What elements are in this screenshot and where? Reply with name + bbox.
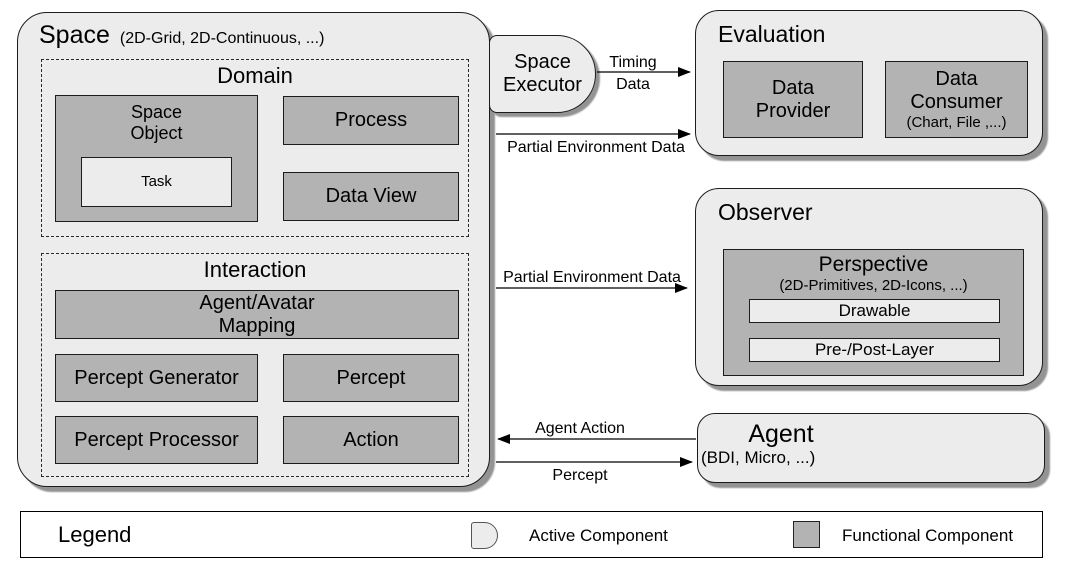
- action-box: Action: [283, 416, 459, 464]
- agent-avatar-mapping-box: Agent/Avatar Mapping: [55, 290, 459, 339]
- data-provider-box: Data Provider: [723, 61, 863, 138]
- legend-box: Legend Active Component Functional Compo…: [20, 511, 1043, 558]
- percept-generator-label: Percept Generator: [74, 366, 239, 389]
- action-label: Action: [343, 428, 399, 451]
- arrow-label-timing-data: Data: [616, 76, 650, 93]
- pre-post-layer-box: Pre-/Post-Layer: [749, 338, 1000, 362]
- space-object-label-line2: Object: [130, 122, 183, 143]
- space-subtitle: (2D-Grid, 2D-Continuous, ...): [119, 30, 325, 47]
- percept-processor-label: Percept Processor: [74, 428, 239, 451]
- data-consumer-box: Data Consumer (Chart, File ,...): [885, 61, 1028, 138]
- space-header: Space (2D-Grid, 2D-Continuous, ...): [39, 21, 324, 50]
- domain-title: Domain: [217, 63, 293, 88]
- legend-title: Legend: [58, 522, 132, 547]
- domain-group: Domain Space Object Task Process Data Vi…: [41, 59, 469, 237]
- space-object-box: Space Object Task: [55, 95, 258, 222]
- data-provider-line1: Data: [771, 76, 815, 99]
- agent-avatar-mapping-line1: Agent/Avatar: [199, 291, 315, 314]
- perspective-title: Perspective: [818, 253, 929, 276]
- process-label: Process: [334, 109, 408, 131]
- drawable-box: Drawable: [749, 299, 1000, 323]
- data-consumer-line1: Data: [935, 67, 978, 90]
- percept-label: Percept: [336, 366, 406, 389]
- arrow-label-agent-action: Agent Action: [535, 420, 625, 437]
- agent-container: Agent (BDI, Micro, ...): [697, 413, 1045, 483]
- process-box: Process: [283, 96, 459, 145]
- space-executor-line1: Space: [514, 51, 571, 73]
- data-view-label: Data View: [325, 185, 417, 207]
- agent-header: Agent (BDI, Micro, ...): [701, 420, 861, 467]
- data-provider-line2: Provider: [755, 99, 831, 122]
- space-executor-shape: Space Executor: [489, 35, 596, 113]
- agent-avatar-mapping-line2: Mapping: [218, 314, 296, 337]
- percept-generator-box: Percept Generator: [55, 354, 258, 402]
- interaction-group: Interaction Agent/Avatar Mapping Percept…: [41, 253, 469, 477]
- percept-processor-box: Percept Processor: [55, 416, 258, 464]
- agent-subtitle: (BDI, Micro, ...): [701, 448, 816, 467]
- data-consumer-line2: Consumer: [910, 90, 1003, 113]
- legend-active-label: Active Component: [529, 526, 668, 545]
- pre-post-layer-label: Pre-/Post-Layer: [814, 340, 935, 360]
- observer-container: Observer Perspective (2D-Primitives, 2D-…: [695, 188, 1043, 386]
- percept-box: Percept: [283, 354, 459, 402]
- perspective-subtitle: (2D-Primitives, 2D-Icons, ...): [779, 277, 968, 295]
- arrow-label-percept: Percept: [552, 467, 608, 484]
- legend-functional-label: Functional Component: [842, 526, 1014, 545]
- space-object-label-line1: Space: [130, 102, 183, 122]
- drawable-label: Drawable: [838, 301, 911, 321]
- data-view-box: Data View: [283, 172, 459, 221]
- task-label: Task: [141, 173, 172, 191]
- task-box: Task: [81, 157, 232, 207]
- evaluation-title: Evaluation: [718, 21, 826, 47]
- interaction-title: Interaction: [203, 257, 307, 282]
- observer-title: Observer: [718, 199, 813, 225]
- arrow-label-partial-env-top: Partial Environment Data: [507, 139, 685, 156]
- functional-component-icon: [793, 521, 820, 548]
- data-consumer-subtitle: (Chart, File ,...): [906, 113, 1007, 131]
- arrow-label-partial-env-mid: Partial Environment Data: [503, 269, 681, 286]
- arrow-label-timing: Timing: [609, 54, 657, 71]
- perspective-box: Perspective (2D-Primitives, 2D-Icons, ..…: [723, 249, 1024, 376]
- active-component-icon: [471, 522, 498, 549]
- space-title: Space: [39, 21, 110, 49]
- evaluation-container: Evaluation Data Provider Data Consumer (…: [695, 10, 1043, 156]
- agent-title: Agent: [748, 420, 814, 448]
- space-container: Space (2D-Grid, 2D-Continuous, ...) Domai…: [17, 12, 490, 487]
- space-executor-line2: Executor: [503, 74, 582, 96]
